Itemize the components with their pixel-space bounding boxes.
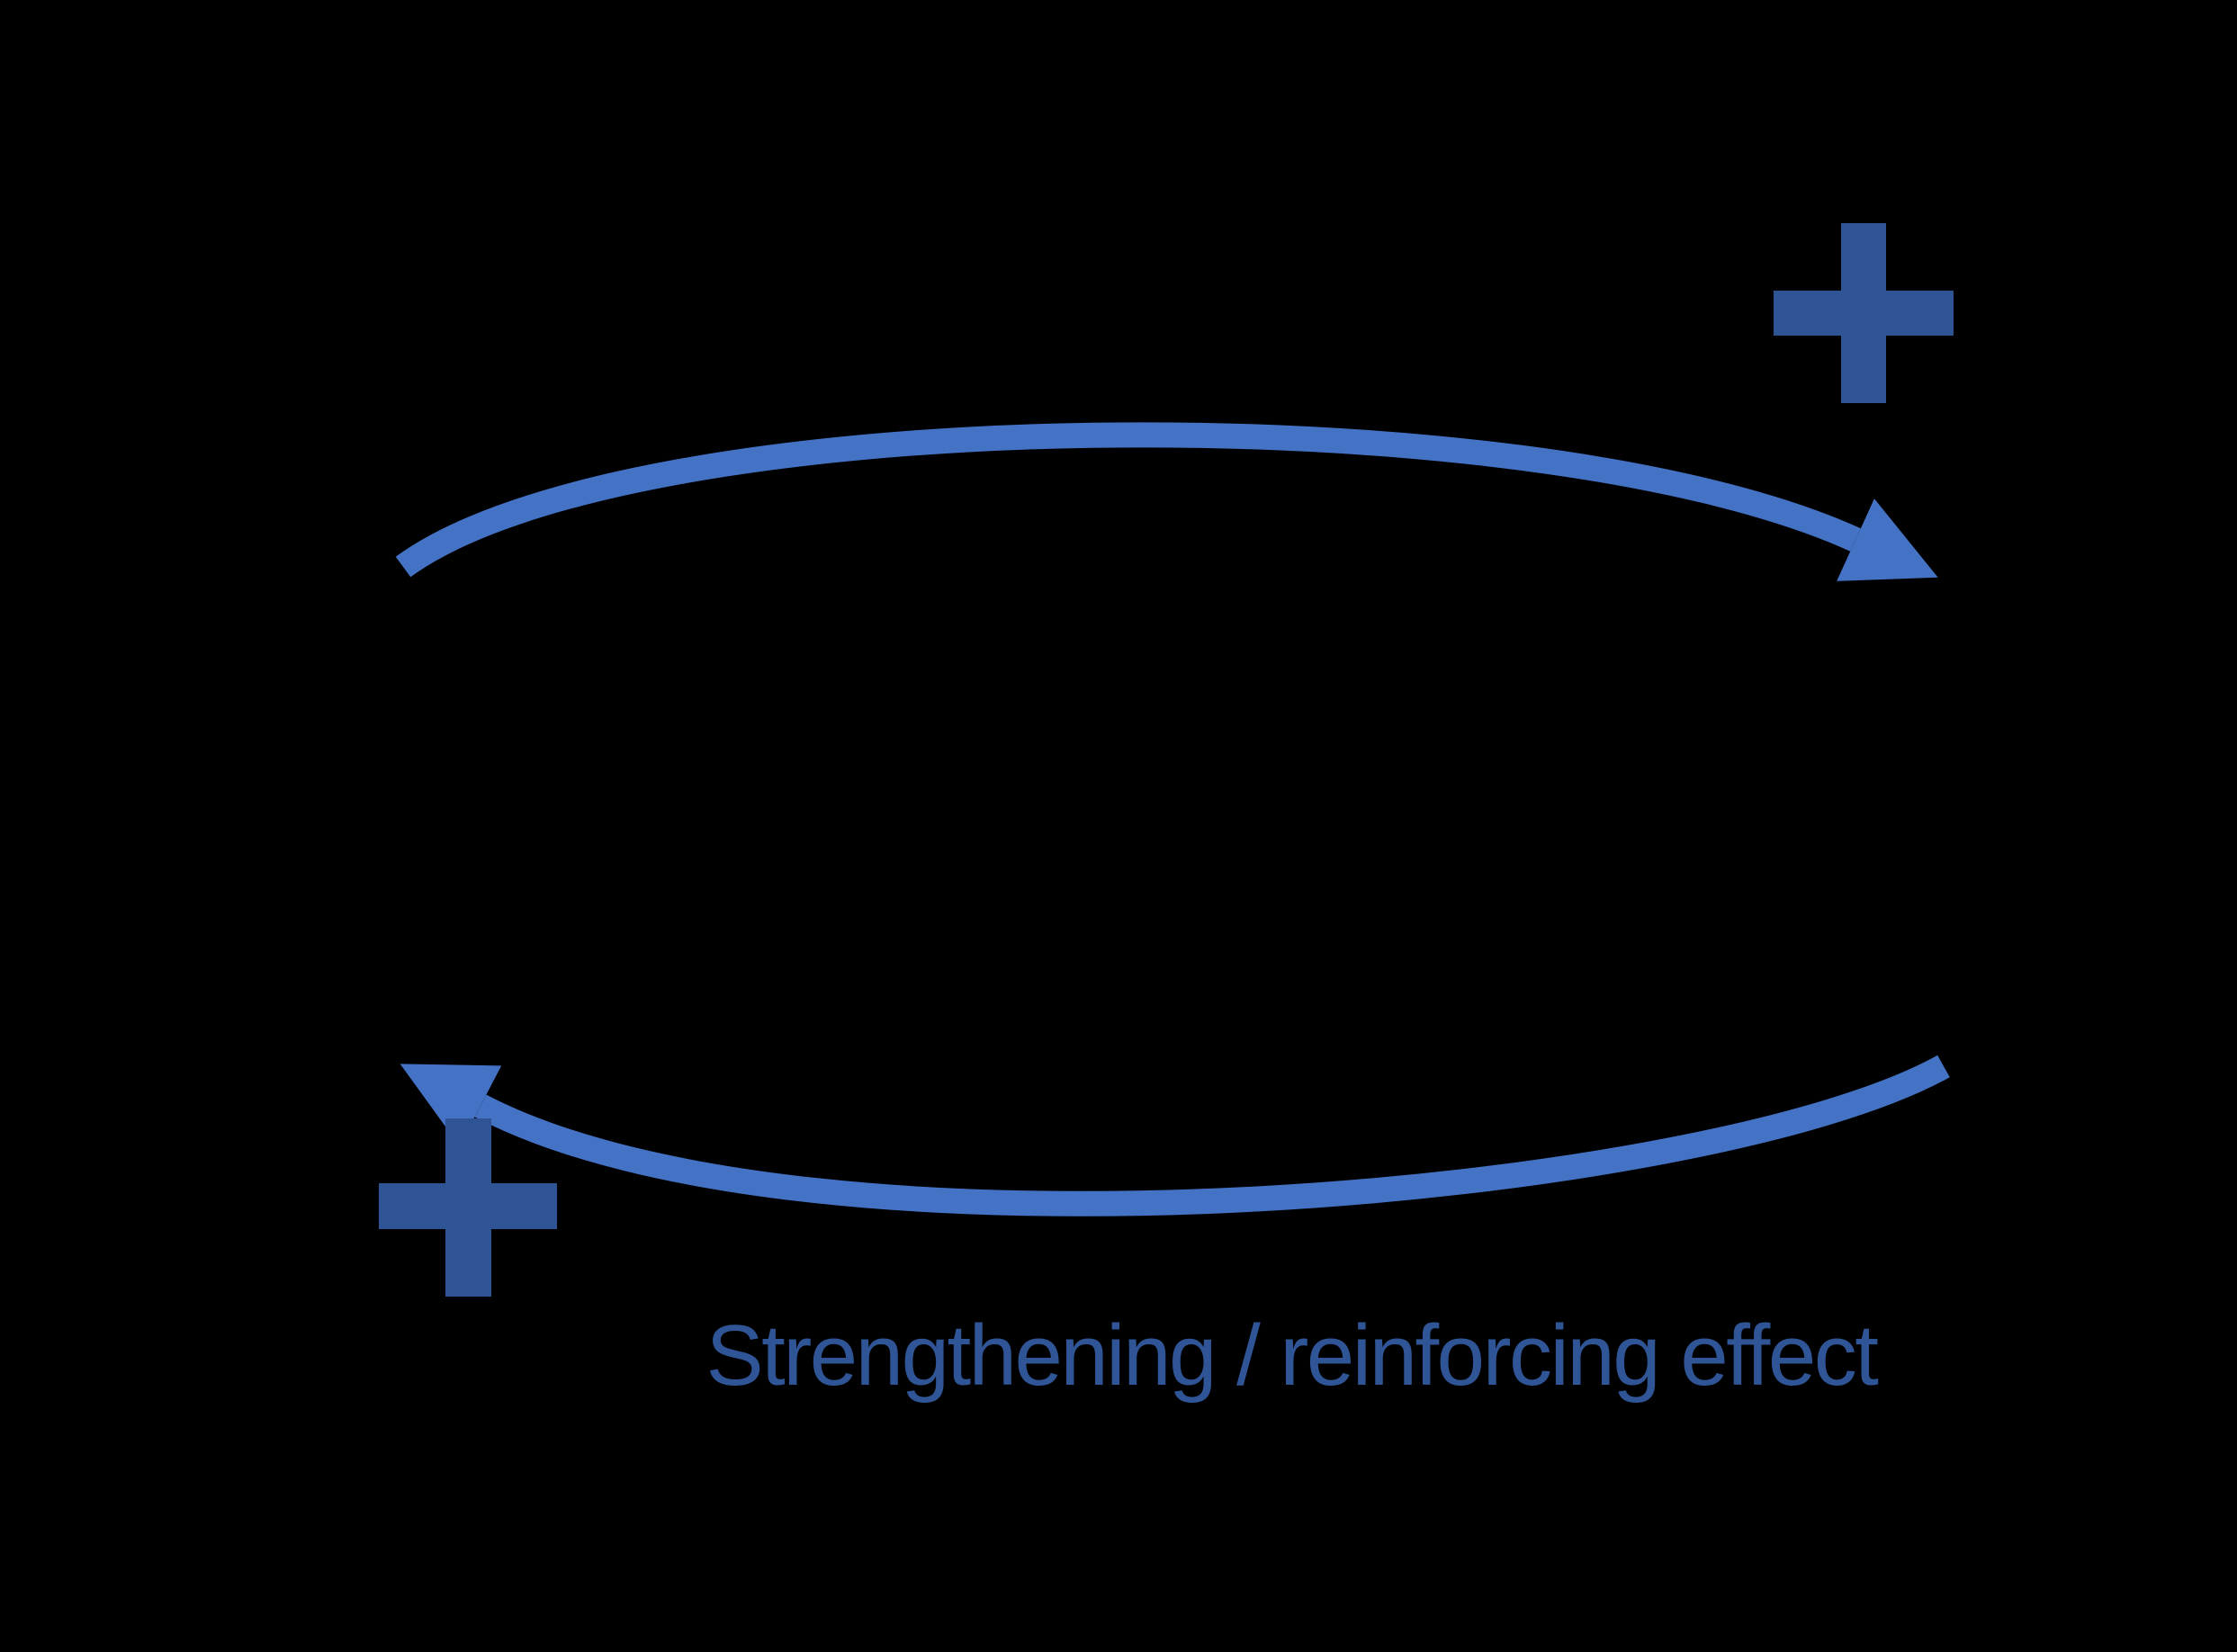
plus-icon-top-right <box>1774 223 1954 403</box>
caption: Strengthening / reinforcing effect <box>705 1307 1879 1404</box>
top-curved-arrow <box>395 422 1938 581</box>
bottom-curved-arrow <box>400 1055 1950 1217</box>
plus-icon-bottom-left <box>379 1118 557 1297</box>
